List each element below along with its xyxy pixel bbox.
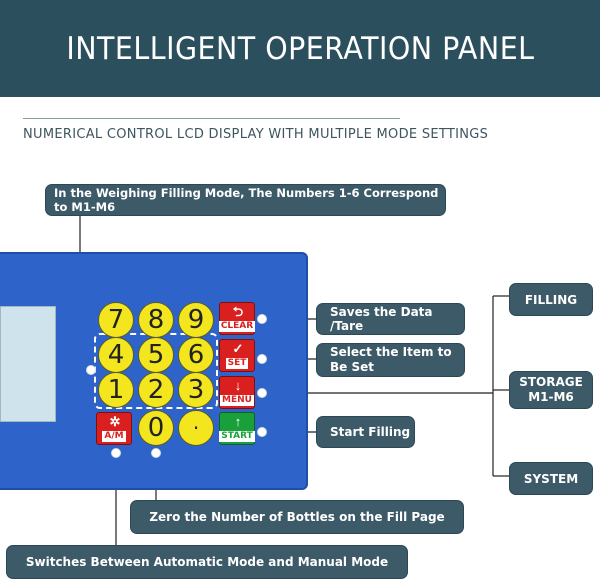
lcd-screen [0,306,56,422]
key-8[interactable]: 8 [138,302,174,338]
key-1[interactable]: 1 [98,372,134,408]
callout-zero: Zero the Number of Bottles on the Fill P… [130,500,464,534]
pointer-dot-am [111,448,121,458]
subtitle-divider [23,118,400,119]
key-2[interactable]: 2 [138,372,174,408]
menu-item-system: SYSTEM [509,462,593,495]
check-circle-icon: ✓ [232,341,244,356]
key-7[interactable]: 7 [98,302,134,338]
auto-manual-button[interactable]: ✲ A/M [96,412,132,445]
key-6[interactable]: 6 [178,337,214,373]
key-9[interactable]: 9 [178,302,214,338]
callout-switches: Switches Between Automatic Mode and Manu… [6,545,408,579]
pointer-dot-numbers [86,365,96,375]
page-title: INTELLIGENT OPERATION PANEL [65,30,535,67]
callout-start-filling: Start Filling [316,416,415,448]
key-4[interactable]: 4 [98,337,134,373]
key-dot[interactable]: · [178,410,214,446]
pointer-dot-start [257,427,267,437]
clear-button[interactable]: ⮌ CLEAR [218,302,256,335]
callout-weighing-mode: In the Weighing Filling Mode, The Number… [45,184,446,216]
pointer-dot-clear [257,314,267,324]
pointer-dot-zero [151,448,161,458]
gear-icon: ✲ [109,414,121,429]
callout-select: Select the Item to Be Set [316,343,465,377]
menu-item-storage: STORAGE M1-M6 [509,371,593,409]
callout-saves: Saves the Data /Tare [316,303,465,335]
pointer-dot-set [257,354,267,364]
header-banner: INTELLIGENT OPERATION PANEL [0,0,600,97]
down-arrow-icon: ↓ [234,378,242,393]
subtitle: NUMERICAL CONTROL LCD DISPLAY WITH MULTI… [23,127,489,142]
start-button[interactable]: ↑ START [219,412,255,445]
key-3[interactable]: 3 [178,372,214,408]
set-button[interactable]: ✓ SET [219,339,255,372]
menu-button[interactable]: ↓ MENU [219,376,255,409]
up-arrow-icon: ↑ [234,414,242,429]
menu-item-filling: FILLING [509,283,593,316]
pointer-dot-menu [257,388,267,398]
key-5[interactable]: 5 [138,337,174,373]
return-arrow-icon: ⮌ [232,304,244,319]
key-0[interactable]: 0 [138,410,174,446]
